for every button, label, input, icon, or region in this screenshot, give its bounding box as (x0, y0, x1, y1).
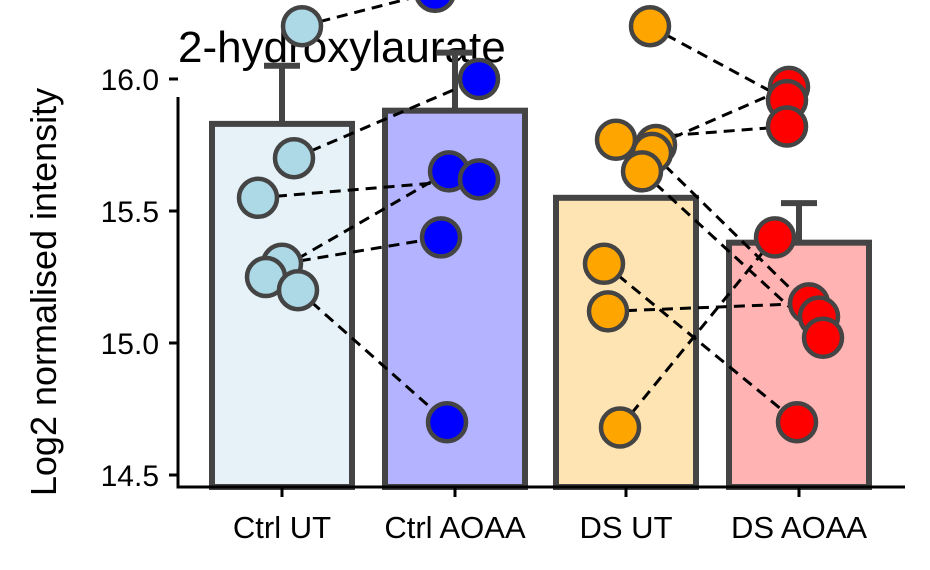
data-point (801, 316, 845, 359)
pair-line (281, 235, 442, 266)
data-point (236, 176, 280, 220)
x-tick-label: Ctrl AOAA (384, 510, 526, 545)
data-point (586, 290, 630, 333)
pair-line (301, 0, 410, 28)
x-tick-label: DS UT (580, 510, 673, 545)
bar-4 (726, 239, 872, 490)
data-point (457, 158, 501, 201)
pair-line (293, 77, 480, 160)
pair-line (297, 289, 448, 424)
data-point (775, 400, 819, 444)
data-point (582, 242, 626, 286)
y-tick-label: 14.5 (101, 460, 159, 493)
data-point (620, 150, 664, 193)
pair-line (655, 85, 790, 147)
data-point (753, 216, 797, 259)
pair-line (618, 236, 777, 429)
x-tick-label: DS AOAA (731, 510, 867, 545)
data-point (415, 0, 455, 14)
bar-1 (209, 120, 355, 490)
pair-line (649, 24, 788, 102)
data-point (765, 105, 809, 148)
data-point (280, 4, 324, 48)
data-point (457, 57, 501, 101)
data-point (276, 268, 320, 312)
data-point (272, 136, 316, 180)
x-tick-label: Ctrl UT (233, 510, 331, 545)
chart-title: 2-hydroxylaurate (178, 23, 506, 72)
data-point (419, 216, 463, 259)
y-tick-label: 15.0 (101, 328, 159, 361)
pair-line (603, 262, 798, 424)
pair-line (650, 151, 821, 318)
y-tick-label: 15.5 (101, 196, 159, 229)
y-tick-label: 16.0 (101, 64, 159, 97)
data-point (628, 4, 672, 48)
data-point (425, 400, 469, 444)
pair-line (607, 301, 810, 313)
data-point (598, 406, 642, 449)
y-axis-label: Log2 normalised intensity (23, 88, 64, 496)
data-point (594, 118, 638, 161)
